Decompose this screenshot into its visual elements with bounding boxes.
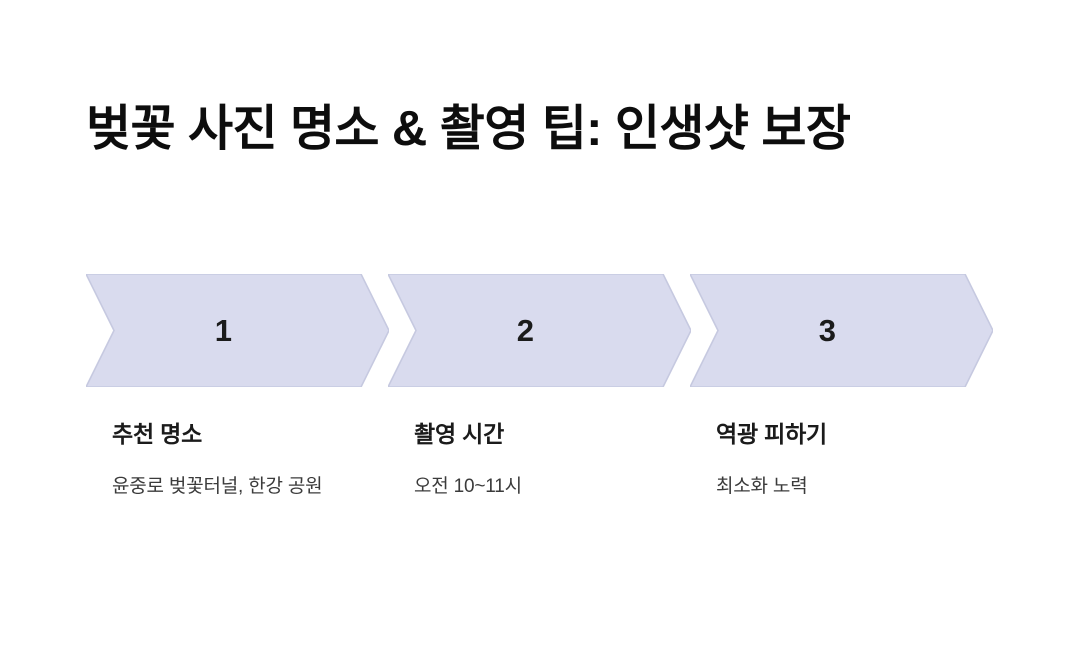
step-heading-1: 추천 명소 bbox=[112, 421, 203, 447]
step-descriptions: 추천 명소 윤중로 벚꽃터널, 한강 공원 촬영 시간 오전 10~11시 역광… bbox=[86, 420, 1016, 600]
step-heading-2: 촬영 시간 bbox=[414, 421, 505, 447]
process-step-3[interactable]: 3 bbox=[690, 274, 993, 387]
step-number-1: 1 bbox=[214, 312, 233, 348]
step-description-2: 촬영 시간 오전 10~11시 bbox=[414, 420, 664, 503]
step-body-3: 최소화 노력 bbox=[716, 475, 808, 497]
step-number-3: 3 bbox=[818, 312, 837, 348]
chevron-arrow-icon bbox=[86, 274, 389, 387]
process-step-1[interactable]: 1 bbox=[86, 274, 389, 387]
process-chevron-strip: 1 2 3 bbox=[86, 274, 993, 387]
chevron-arrow-icon bbox=[388, 274, 691, 387]
step-body-2: 오전 10~11시 bbox=[414, 475, 522, 497]
process-step-2[interactable]: 2 bbox=[388, 274, 691, 387]
step-body-1: 윤중로 벚꽃터널, 한강 공원 bbox=[112, 475, 323, 497]
step-description-1: 추천 명소 윤중로 벚꽃터널, 한강 공원 bbox=[112, 420, 362, 503]
step-description-3: 역광 피하기 최소화 노력 bbox=[716, 420, 966, 503]
chevron-arrow-icon bbox=[690, 274, 993, 387]
page-title: 벚꽃 사진 명소 & 촬영 팁: 인생샷 보장 bbox=[86, 101, 851, 156]
step-number-2: 2 bbox=[516, 312, 535, 348]
step-heading-3: 역광 피하기 bbox=[716, 421, 827, 447]
